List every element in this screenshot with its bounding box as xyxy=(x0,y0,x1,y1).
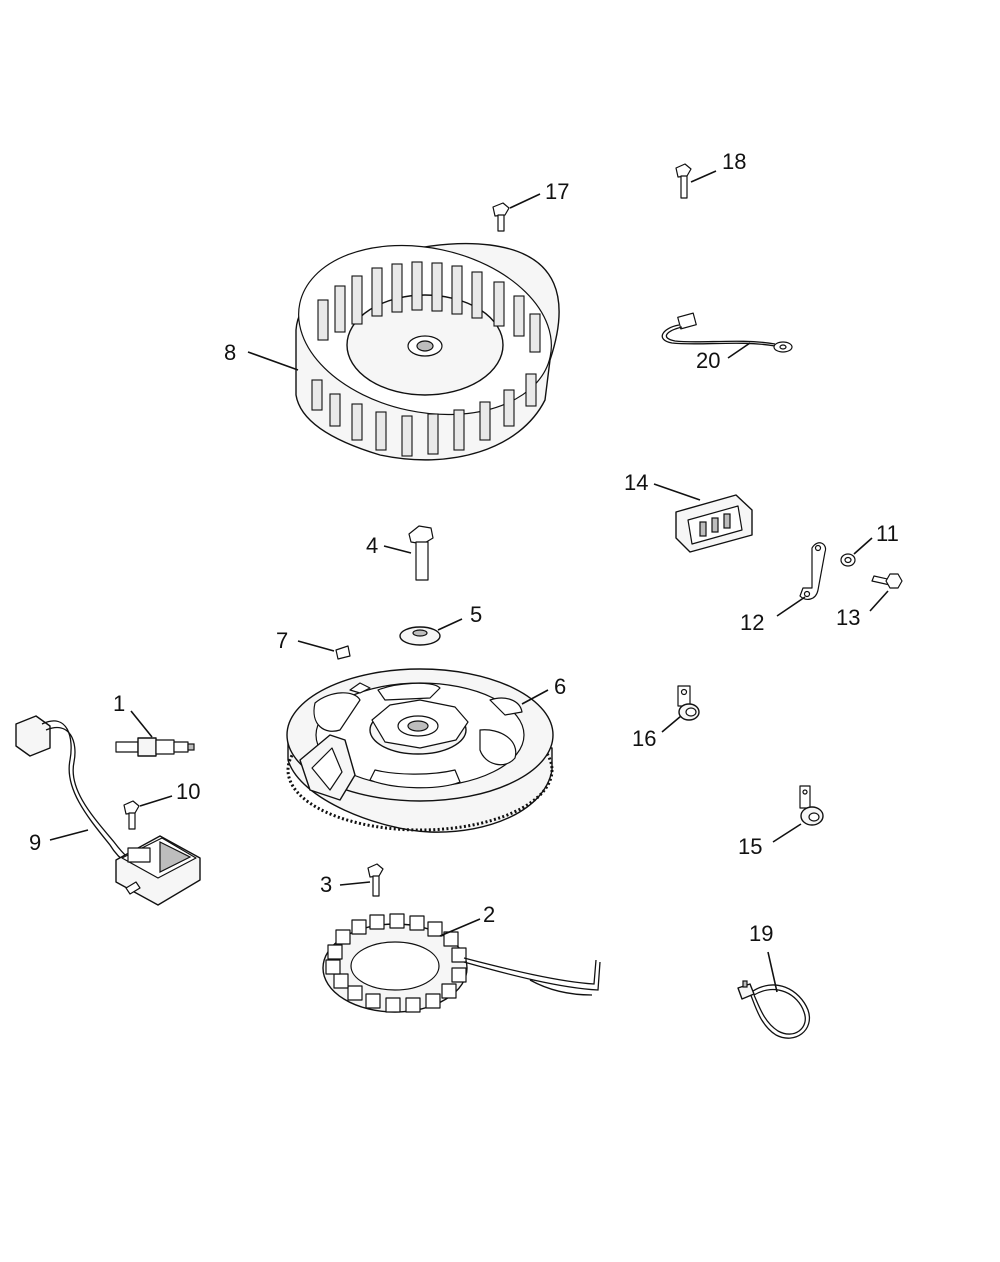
bracket-icon xyxy=(799,542,827,600)
leader-3 xyxy=(339,881,371,886)
spark-plug-icon xyxy=(115,737,195,757)
callout-5: 5 xyxy=(470,602,482,627)
leader-16 xyxy=(661,715,682,733)
leader-15 xyxy=(772,823,802,843)
callout-18: 18 xyxy=(722,149,746,174)
key-icon xyxy=(335,645,351,660)
clamp-icon xyxy=(677,685,700,721)
callout-14: 14 xyxy=(624,470,648,495)
flywheel-fan-icon xyxy=(295,242,560,461)
leader-11 xyxy=(853,537,873,555)
callout-20: 20 xyxy=(696,348,720,373)
callout-19: 19 xyxy=(749,921,773,946)
leader-4 xyxy=(383,545,412,554)
callout-16: 16 xyxy=(632,726,656,751)
callout-17: 17 xyxy=(545,179,569,204)
leader-19 xyxy=(767,951,778,993)
wire-lead-icon xyxy=(661,312,793,353)
callout-1: 1 xyxy=(113,691,125,716)
leader-20 xyxy=(727,342,751,359)
screw-icon xyxy=(871,573,903,589)
washer-icon xyxy=(840,553,856,567)
leader-14 xyxy=(653,483,701,501)
leader-17 xyxy=(509,193,541,209)
clamp-icon xyxy=(799,785,824,826)
rectifier-regulator-icon xyxy=(675,494,753,553)
callout-11: 11 xyxy=(876,521,899,546)
callout-2: 2 xyxy=(483,902,495,927)
harness-loop-icon xyxy=(737,980,811,1039)
leader-18 xyxy=(690,170,717,183)
washer-icon xyxy=(399,626,441,646)
callout-4: 4 xyxy=(366,533,378,558)
screw-icon xyxy=(492,202,510,232)
callout-6: 6 xyxy=(554,674,566,699)
stator-icon xyxy=(322,913,601,1013)
leader-2 xyxy=(439,918,481,937)
callout-15: 15 xyxy=(738,834,762,859)
leader-1 xyxy=(130,710,153,738)
leader-10 xyxy=(139,795,173,807)
callout-12: 12 xyxy=(740,610,764,635)
callout-3: 3 xyxy=(320,872,332,897)
screw-icon xyxy=(675,163,692,199)
leader-13 xyxy=(869,590,889,612)
callout-7: 7 xyxy=(276,628,288,653)
callout-13: 13 xyxy=(836,605,860,630)
leader-6 xyxy=(521,689,549,705)
leader-7 xyxy=(297,640,335,652)
callout-10: 10 xyxy=(176,779,200,804)
screw-icon xyxy=(408,525,434,581)
leader-8 xyxy=(247,351,299,371)
screw-icon xyxy=(123,800,140,830)
flywheel-icon xyxy=(286,668,554,833)
ignition-module-icon xyxy=(15,715,201,906)
callout-9: 9 xyxy=(29,830,41,855)
callout-8: 8 xyxy=(224,340,236,365)
leader-5 xyxy=(437,618,463,631)
screw-icon xyxy=(367,863,384,897)
leader-12 xyxy=(776,596,806,617)
leader-9 xyxy=(49,829,89,841)
